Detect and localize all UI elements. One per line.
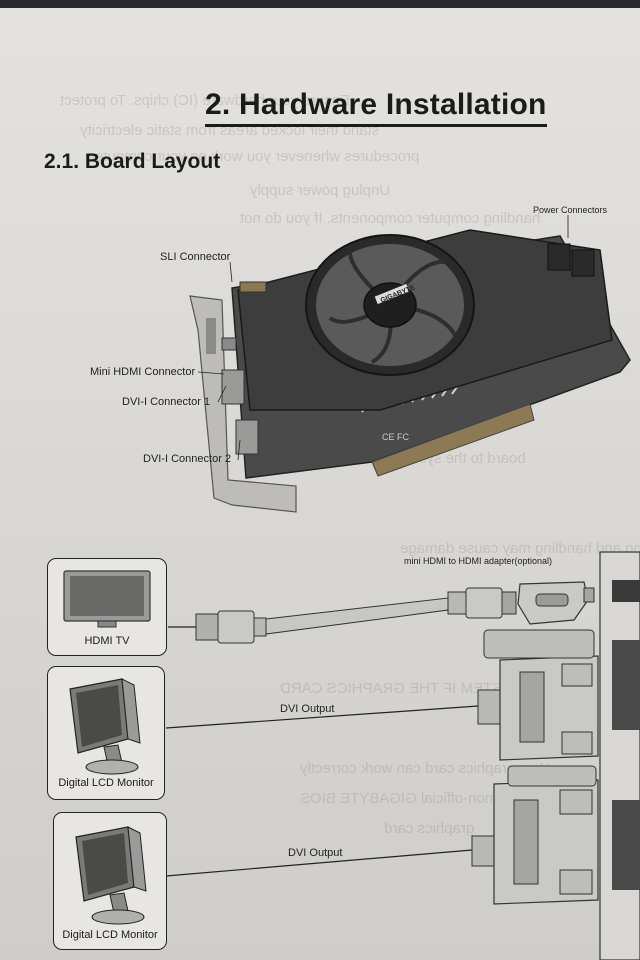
monitor-box-2: Digital LCD Monitor — [53, 812, 167, 950]
mini-hdmi-port — [221, 337, 237, 351]
dvi-connector-2 — [235, 419, 259, 455]
hdmi-cable — [168, 587, 517, 644]
sli-connector — [239, 281, 267, 293]
monitor-label-2: Digital LCD Monitor — [62, 929, 158, 941]
section-heading: 2.1. Board Layout — [44, 150, 221, 173]
power-connector-1 — [547, 243, 571, 271]
monitor-box-1: Digital LCD Monitor — [47, 666, 165, 800]
mini-hdmi-adapter — [517, 581, 595, 625]
dvi-connector-1 — [221, 369, 245, 405]
adapter-label: mini HDMI to HDMI adapter(optional) — [404, 556, 553, 566]
monitor-label-1: Digital LCD Monitor — [58, 777, 154, 789]
card-bracket-edge — [599, 551, 640, 960]
callout-power-connectors: Power Connectors — [533, 205, 608, 215]
callout-mini-hdmi: Mini HDMI Connector — [90, 366, 196, 378]
callout-sli-connector: SLI Connector — [160, 251, 231, 263]
pcie-gold-fingers — [371, 403, 535, 477]
callout-leaders — [197, 215, 569, 461]
io-bracket — [189, 295, 297, 513]
hdmi-tv-box: HDMI TV — [47, 558, 167, 656]
power-connector-2 — [571, 249, 595, 277]
monitor-icon — [69, 678, 141, 775]
page-title: 2. Hardware Installation — [205, 88, 547, 127]
dvi-output-label-1: DVI Output — [280, 703, 335, 715]
tv-icon — [63, 570, 151, 628]
callout-dvi-1: DVI-I Connector 1 — [122, 396, 211, 408]
certification-marks: CE FC — [382, 432, 410, 442]
monitor-icon — [75, 826, 147, 925]
dvi-plug-1 — [165, 629, 599, 761]
callout-dvi-2: DVI-I Connector 2 — [143, 453, 232, 465]
hdmi-tv-label: HDMI TV — [84, 635, 130, 647]
brand-badge — [374, 283, 410, 305]
bracket-slot — [206, 318, 216, 354]
dvi-output-label-2: DVI Output — [288, 847, 343, 859]
fan-hub — [363, 282, 417, 328]
dvi-plug-2 — [165, 765, 599, 905]
background-edge — [0, 0, 640, 8]
